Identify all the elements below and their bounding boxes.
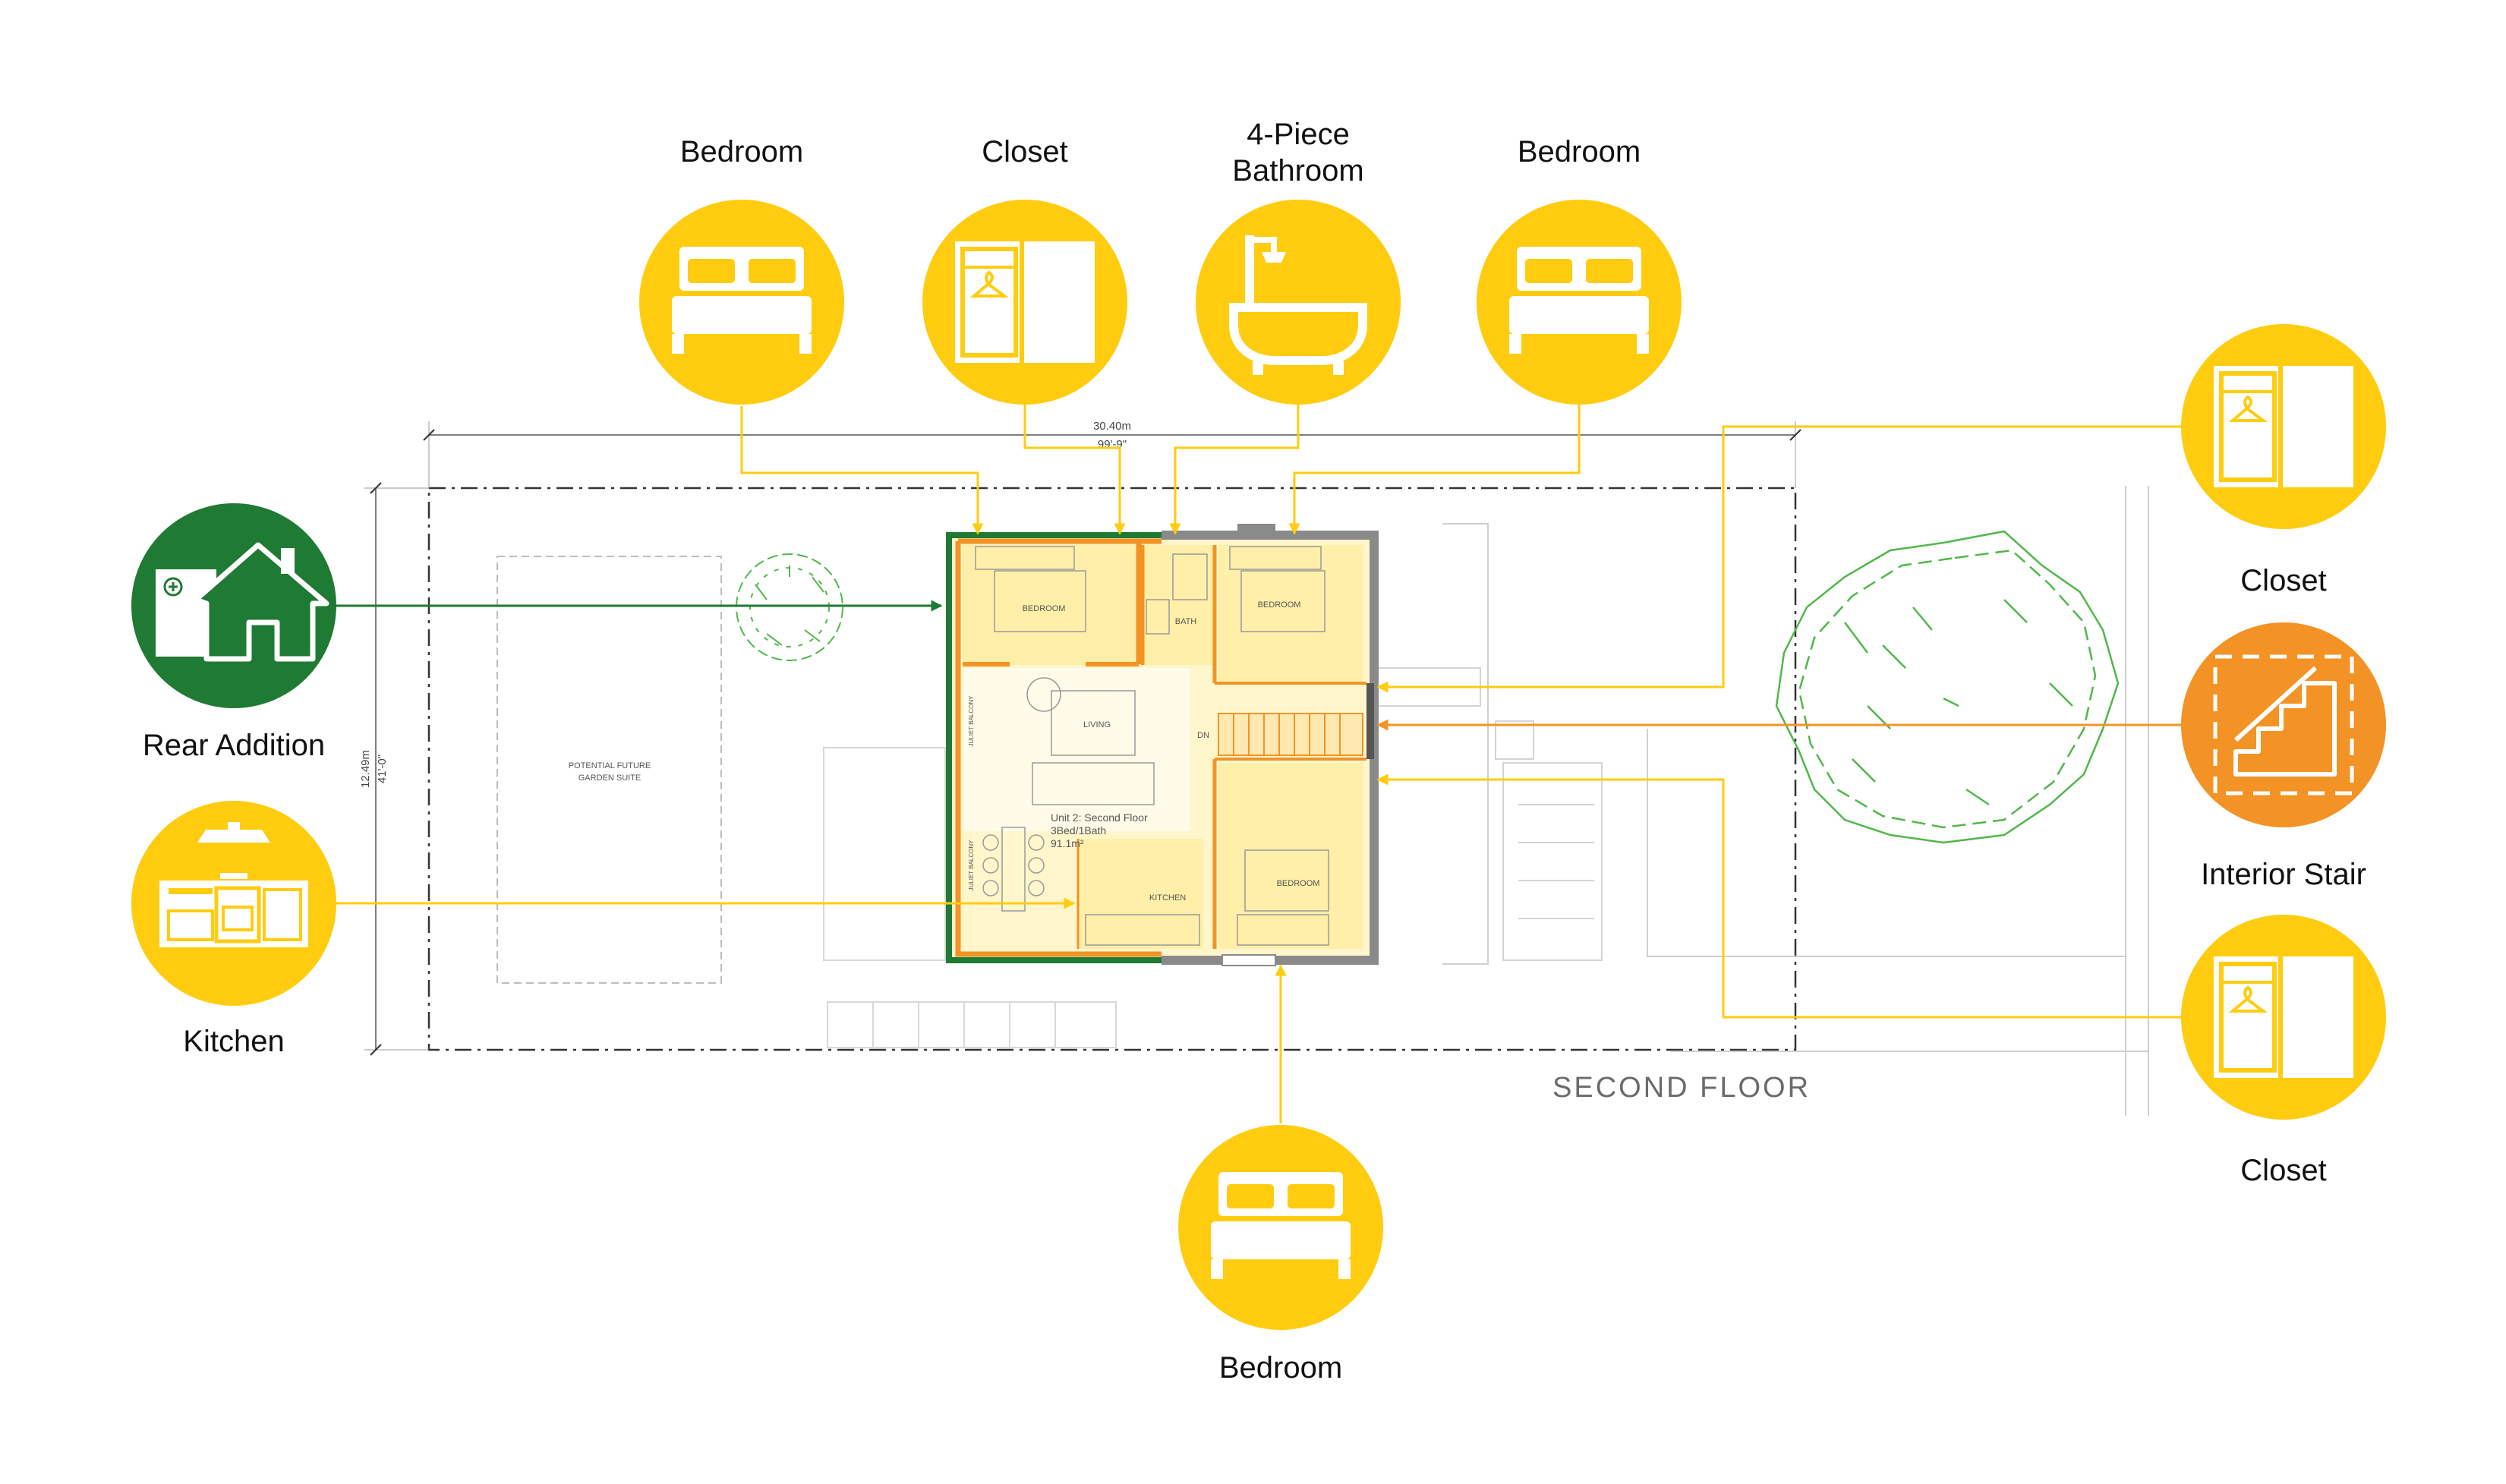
- closet-icon: [955, 241, 1095, 363]
- garden-suite-outline: [496, 556, 722, 984]
- house-addition-icon: [156, 542, 329, 662]
- callout-bedroom-top-left: Bedroom: [639, 135, 844, 405]
- floor-title: SECOND FLOOR: [1552, 1072, 1811, 1104]
- leader-bathroom-top: [1169, 402, 1300, 535]
- callout-bedroom-bottom: Bedroom: [1178, 1125, 1383, 1385]
- unit-info-line-3: 91.1m²: [1051, 837, 1084, 849]
- small-tree: [736, 553, 843, 661]
- callout-label-line1: 4-Piece: [1247, 118, 1350, 151]
- balcony-label-1: JULIET BALCONY: [968, 695, 975, 747]
- site-context: POTENTIAL FUTURE GARDEN SUITE: [427, 486, 2149, 1116]
- callout-label: Bedroom: [1219, 1351, 1342, 1385]
- callout-closet-top: Closet: [922, 135, 1127, 405]
- large-tree: [1775, 530, 2120, 844]
- room-label-bedroom-1: BEDROOM: [1023, 604, 1066, 613]
- width-metric: 30.40m: [1093, 420, 1131, 433]
- balcony-label-2: JULIET BALCONY: [968, 840, 975, 891]
- closet-icon: [2214, 366, 2353, 487]
- callout-label: Rear Addition: [143, 729, 325, 762]
- callout-label: Kitchen: [183, 1025, 284, 1058]
- bathtub-icon: [1229, 235, 1367, 375]
- dimension-depth: 12.49m 41'-0": [359, 482, 429, 1056]
- callout-label: Interior Stair: [2201, 858, 2366, 891]
- callout-label: Bedroom: [1518, 135, 1641, 169]
- leader-lines: [334, 387, 2183, 1123]
- stair-icon: [2213, 654, 2354, 796]
- bed-icon: [672, 247, 812, 354]
- callout-label: Closet: [2240, 564, 2326, 597]
- leader-closet-top: [1023, 387, 1126, 535]
- dimension-width: 30.40m 99'-9": [423, 420, 1801, 488]
- leader-closet-right-bottom: [1376, 774, 2183, 1019]
- callout-label-line2: Bathroom: [1232, 154, 1363, 187]
- leader-bedroom-top-right: [1288, 402, 1581, 535]
- callout-kitchen: Kitchen: [131, 801, 336, 1058]
- depth-metric: 12.49m: [359, 750, 372, 788]
- stair-direction: DN: [1197, 731, 1209, 740]
- floor-plan: BEDROOM BATH BEDROOM LIVING BEDROOM KITC…: [946, 524, 1379, 966]
- callout-label: Closet: [2240, 1154, 2326, 1187]
- bed-icon: [1211, 1172, 1351, 1279]
- garden-suite-label-2: GARDEN SUITE: [578, 774, 641, 783]
- callout-closet-right-top: Closet: [2181, 324, 2386, 597]
- callout-bathroom-top: 4-Piece Bathroom: [1196, 118, 1401, 405]
- room-label-bedroom-3: BEDROOM: [1277, 879, 1320, 888]
- unit-info-line-1: Unit 2: Second Floor: [1051, 811, 1148, 824]
- room-label-bedroom-2: BEDROOM: [1258, 600, 1301, 610]
- callout-bedroom-top-right: Bedroom: [1477, 135, 1682, 405]
- plan-stair: [1218, 713, 1363, 756]
- unit-info-line-2: 3Bed/1Bath: [1051, 824, 1106, 837]
- callout-rear-addition: Rear Addition: [131, 503, 336, 762]
- leader-closet-right-top: [1376, 425, 2183, 693]
- callout-interior-stair: Interior Stair: [2181, 622, 2386, 891]
- kitchen-icon: [159, 822, 308, 947]
- room-label-living: LIVING: [1083, 720, 1111, 729]
- closet-icon: [2214, 956, 2353, 1078]
- callout-label: Closet: [982, 135, 1067, 169]
- room-label-kitchen: KITCHEN: [1149, 893, 1186, 903]
- callout-closet-right-bottom: Closet: [2181, 915, 2386, 1187]
- bed-icon: [1509, 247, 1649, 354]
- depth-imperial: 41'-0": [376, 755, 389, 783]
- garden-suite-label-1: POTENTIAL FUTURE: [569, 761, 651, 770]
- room-label-bath: BATH: [1175, 617, 1197, 626]
- callout-label: Bedroom: [680, 135, 803, 169]
- leader-bedroom-top-left: [740, 406, 984, 535]
